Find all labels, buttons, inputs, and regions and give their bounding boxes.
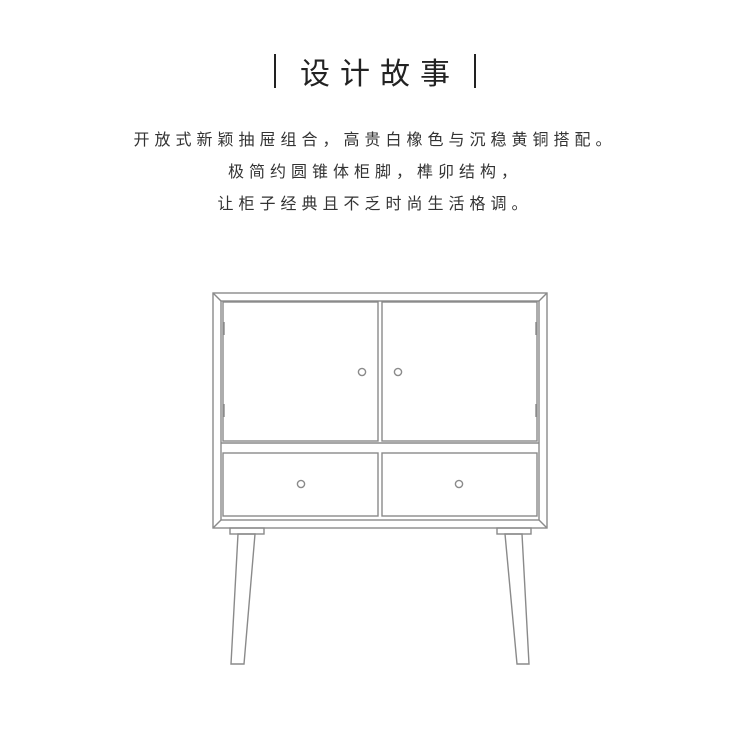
right-drawer [381, 452, 538, 517]
left-drawer-knob [296, 479, 306, 489]
frame-corner-tl [212, 292, 222, 302]
title-left-divider [274, 54, 276, 88]
right-drawer-knob [454, 479, 464, 489]
frame-corner-tr [538, 292, 548, 302]
title-right-divider [474, 54, 476, 88]
left-leg-cap [229, 527, 265, 535]
frame-corner-bl [212, 519, 222, 529]
right-door-knob [393, 367, 403, 377]
page-title: 设计故事 [300, 57, 460, 92]
description-line-3: 让柜子经典且不乏时尚生活格调。 [217, 194, 533, 213]
cabinet-outer-frame [212, 292, 548, 529]
left-drawer [222, 452, 379, 517]
left-leg [230, 533, 256, 665]
frame-corner-br [538, 519, 548, 529]
description-line-2: 极简约圆锥体柜脚，榫卯结构， [227, 162, 522, 181]
right-leg [504, 533, 530, 665]
description-line-1: 开放式新颖抽屉组合，高贵白橡色与沉稳黄铜搭配。 [133, 130, 617, 149]
cabinet-inner-frame [220, 300, 540, 521]
left-door [222, 301, 379, 442]
right-leg-cap [496, 527, 532, 535]
title-block: 设计故事 [0, 46, 750, 96]
left-door-knob [357, 367, 367, 377]
right-door [381, 301, 538, 442]
